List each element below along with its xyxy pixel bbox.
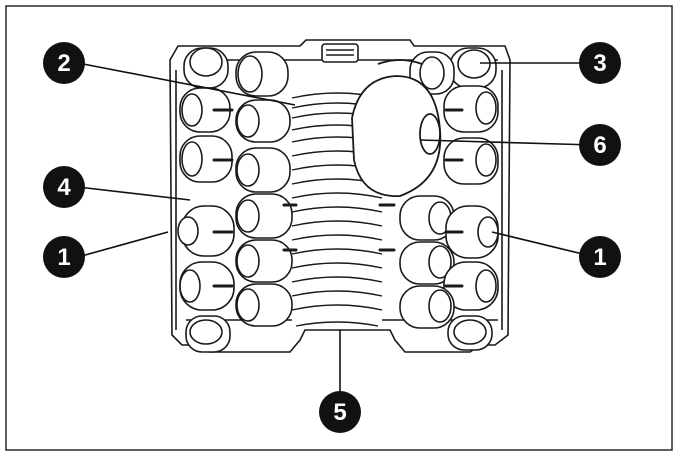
callout-label: 2 [57,50,70,77]
callout-1-right: 1 [579,236,621,278]
callout-label: 1 [57,244,70,271]
callout-label: 3 [593,50,606,77]
right-cups [399,47,499,351]
rack-tines [212,108,464,288]
callout-label: 1 [593,244,606,271]
left-cups [177,47,293,353]
leader-lines [77,62,596,398]
callout-2: 2 [43,42,85,84]
callout-label: 6 [593,132,606,159]
callout-6: 6 [579,124,621,166]
callout-1-left: 1 [43,236,85,278]
bowl [351,59,442,197]
callout-label: 4 [57,174,71,201]
callout-5: 5 [319,391,361,433]
callout-3: 3 [579,42,621,84]
callout-label: 5 [333,399,346,426]
callout-4: 4 [43,166,85,208]
